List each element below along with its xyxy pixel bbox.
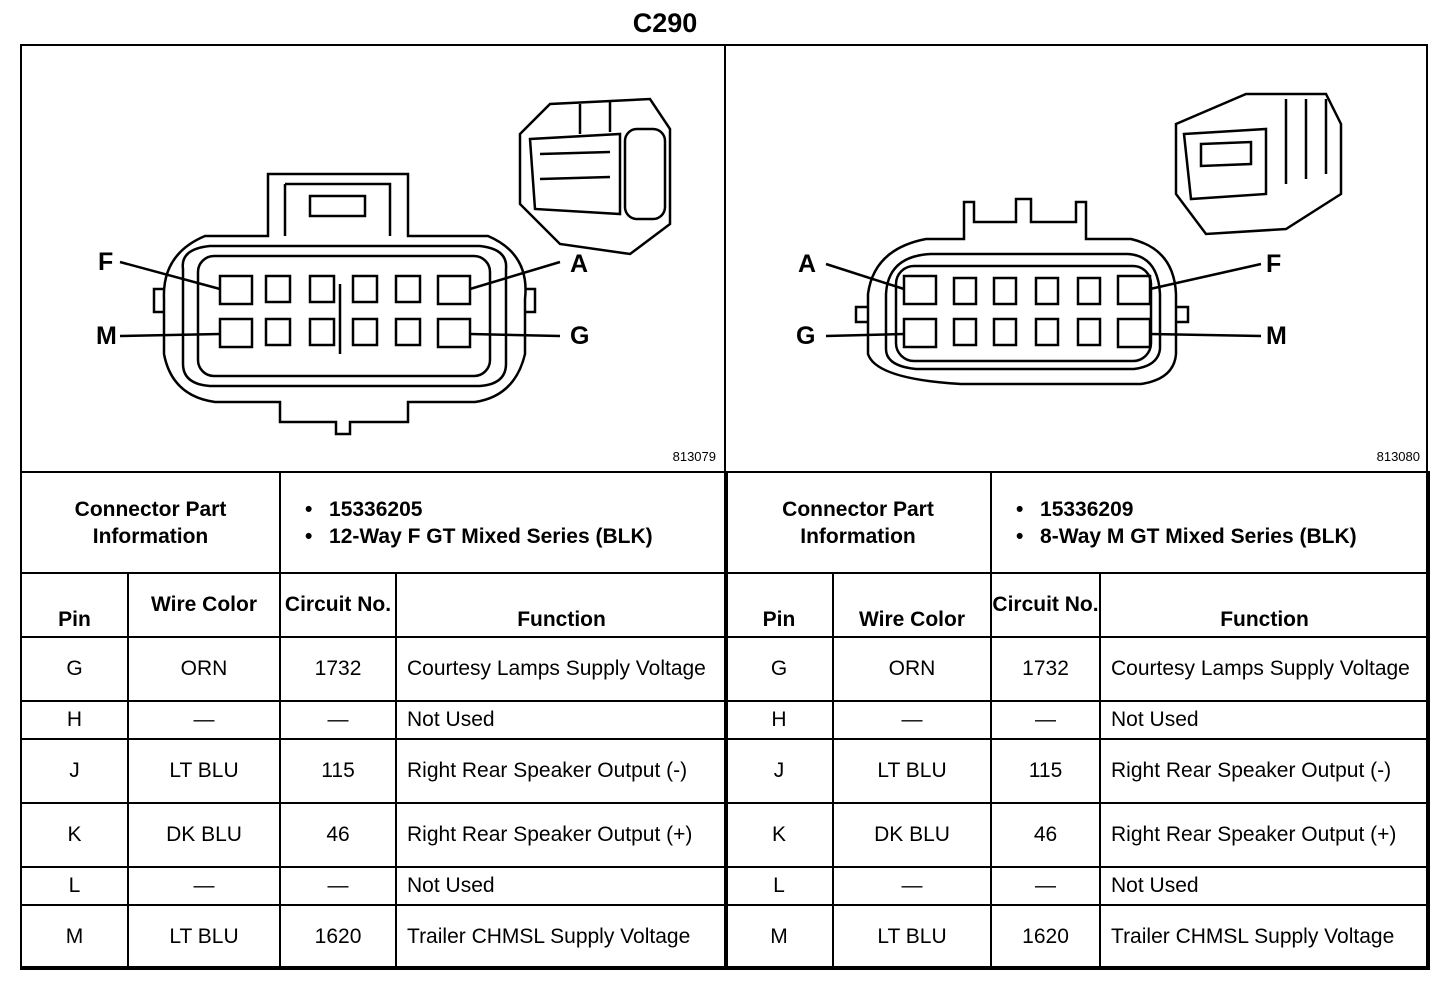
wire-color-cell: ORN xyxy=(831,636,993,702)
pin-cell: J xyxy=(724,738,834,804)
left-pinout-table: Connector Part Information 15336205 12-W… xyxy=(19,471,729,970)
right-pinout-table: Connector Part Information 15336209 8-Wa… xyxy=(723,471,1431,970)
table-row: L — — Not Used xyxy=(20,866,729,906)
wire-color-cell: — xyxy=(831,700,993,740)
pin-label-a: A xyxy=(798,250,817,278)
connector-info-row: Connector Part Information 15336209 8-Wa… xyxy=(723,471,1431,574)
right-connector-panel: A F G M 813080 xyxy=(726,44,1428,472)
function-cell: Courtesy Lamps Supply Voltage xyxy=(395,636,729,702)
wire-color-cell: LT BLU xyxy=(831,904,993,970)
table-row: M LT BLU 1620 Trailer CHMSL Supply Volta… xyxy=(724,904,1431,970)
pin-cell: H xyxy=(20,700,129,740)
table-row: K DK BLU 46 Right Rear Speaker Output (+… xyxy=(724,802,1431,868)
pin-label-f: F xyxy=(98,248,114,276)
circuit-cell: 115 xyxy=(279,738,398,804)
wire-color-cell: LT BLU xyxy=(126,738,282,804)
circuit-cell: — xyxy=(279,700,398,740)
pin-cell: L xyxy=(20,866,129,906)
function-cell: Right Rear Speaker Output (+) xyxy=(395,802,729,868)
circuit-cell: 1620 xyxy=(279,904,398,970)
table-row: K DK BLU 46 Right Rear Speaker Output (+… xyxy=(20,802,729,868)
function-cell: Courtesy Lamps Supply Voltage xyxy=(1099,636,1431,702)
wire-color-cell: — xyxy=(831,866,993,906)
pin-cell: G xyxy=(724,636,834,702)
figure-number: 813080 xyxy=(1376,449,1420,464)
circuit-cell: 46 xyxy=(279,802,398,868)
pin-cell: J xyxy=(20,738,129,804)
column-header-row: Pin Wire Color Circuit No. Function xyxy=(20,572,729,638)
connector-description: 12-Way F GT Mixed Series (BLK) xyxy=(305,523,726,550)
function-header: Function xyxy=(395,572,729,638)
connector-description: 8-Way M GT Mixed Series (BLK) xyxy=(1016,523,1428,550)
pin-cell: L xyxy=(724,866,834,906)
pin-label-f: F xyxy=(1266,250,1282,278)
table-row: J LT BLU 115 Right Rear Speaker Output (… xyxy=(724,738,1431,804)
connector-title: C290 xyxy=(632,8,698,38)
circuit-cell: — xyxy=(990,866,1102,906)
circuit-cell: 46 xyxy=(990,802,1102,868)
pin-cell: H xyxy=(724,700,834,740)
function-cell: Trailer CHMSL Supply Voltage xyxy=(395,904,729,970)
table-row: H — — Not Used xyxy=(20,700,729,740)
pin-header: Pin xyxy=(724,572,834,638)
wire-color-cell: — xyxy=(126,866,282,906)
function-cell: Not Used xyxy=(395,866,729,906)
wire-color-header: Wire Color xyxy=(126,572,282,638)
wire-color-header: Wire Color xyxy=(831,572,993,638)
circuit-cell: — xyxy=(279,866,398,906)
function-cell: Trailer CHMSL Supply Voltage xyxy=(1099,904,1431,970)
wire-color-cell: LT BLU xyxy=(831,738,993,804)
circuit-cell: 115 xyxy=(990,738,1102,804)
wire-color-cell: DK BLU xyxy=(831,802,993,868)
circuit-no-header: Circuit No. xyxy=(279,572,398,638)
circuit-cell: 1732 xyxy=(990,636,1102,702)
table-row: M LT BLU 1620 Trailer CHMSL Supply Volta… xyxy=(20,904,729,970)
circuit-cell: 1620 xyxy=(990,904,1102,970)
table-row: J LT BLU 115 Right Rear Speaker Output (… xyxy=(20,738,729,804)
part-number: 15336209 xyxy=(1016,496,1428,523)
function-header: Function xyxy=(1099,572,1431,638)
wire-color-cell: — xyxy=(126,700,282,740)
table-row: L — — Not Used xyxy=(724,866,1431,906)
wire-color-cell: DK BLU xyxy=(126,802,282,868)
circuit-cell: — xyxy=(990,700,1102,740)
function-cell: Not Used xyxy=(1099,700,1431,740)
connector-info-label: Connector Part Information xyxy=(723,471,993,574)
pin-header: Pin xyxy=(20,572,129,638)
table-row: G ORN 1732 Courtesy Lamps Supply Voltage xyxy=(724,636,1431,702)
connector-info-values: 15336209 8-Way M GT Mixed Series (BLK) xyxy=(990,471,1431,574)
pin-label-m: M xyxy=(96,322,117,350)
connector-info-values: 15336205 12-Way F GT Mixed Series (BLK) xyxy=(279,471,729,574)
circuit-no-header: Circuit No. xyxy=(990,572,1102,638)
function-cell: Right Rear Speaker Output (-) xyxy=(395,738,729,804)
table-row: H — — Not Used xyxy=(724,700,1431,740)
pin-label-g: G xyxy=(570,322,590,350)
figure-number: 813079 xyxy=(672,449,716,464)
pin-cell: K xyxy=(20,802,129,868)
pin-cell: M xyxy=(724,904,834,970)
left-connector-panel: F A M G 813079 xyxy=(20,44,726,472)
pin-label-g: G xyxy=(796,322,816,350)
circuit-cell: 1732 xyxy=(279,636,398,702)
pin-label-m: M xyxy=(1266,322,1287,350)
pin-label-a: A xyxy=(570,250,589,278)
pin-cell: G xyxy=(20,636,129,702)
pin-cell: M xyxy=(20,904,129,970)
function-cell: Not Used xyxy=(1099,866,1431,906)
function-cell: Not Used xyxy=(395,700,729,740)
function-cell: Right Rear Speaker Output (-) xyxy=(1099,738,1431,804)
left-connector-drawing xyxy=(119,97,672,436)
pin-cell: K xyxy=(724,802,834,868)
connector-info-label: Connector Part Information xyxy=(19,471,282,574)
function-cell: Right Rear Speaker Output (+) xyxy=(1099,802,1431,868)
connector-info-row: Connector Part Information 15336205 12-W… xyxy=(19,471,729,574)
right-connector-drawing xyxy=(825,92,1343,386)
part-number: 15336205 xyxy=(305,496,726,523)
column-header-row: Pin Wire Color Circuit No. Function xyxy=(724,572,1431,638)
wire-color-cell: LT BLU xyxy=(126,904,282,970)
table-row: G ORN 1732 Courtesy Lamps Supply Voltage xyxy=(20,636,729,702)
wire-color-cell: ORN xyxy=(126,636,282,702)
